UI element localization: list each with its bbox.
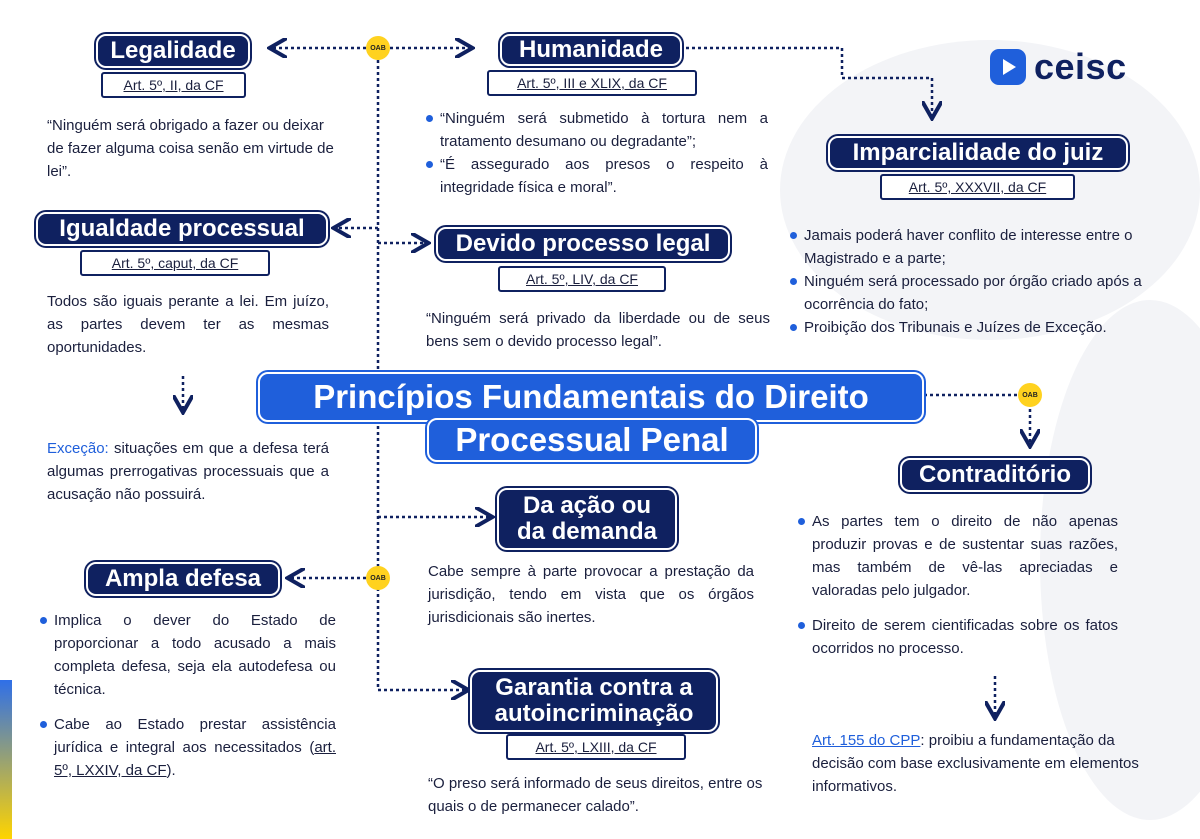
central-title-line2: Processual Penal <box>427 418 757 462</box>
da-acao-text: Cabe sempre à parte provocar a prestação… <box>428 563 754 626</box>
list-item: Jamais poderá haver conflito de interess… <box>790 224 1170 270</box>
devido-processo-ref: Art. 5º, LIV, da CF <box>498 266 666 292</box>
list-item: Cabe ao Estado prestar assistência juríd… <box>40 713 336 782</box>
list-item: As partes tem o direito de não apenas pr… <box>798 510 1118 602</box>
ampla-bullet2-text: Cabe ao Estado prestar assistência juríd… <box>54 716 336 756</box>
legalidade-text: “Ninguém será obrigado a fazer ou deixar… <box>47 117 334 180</box>
list-item: Proibição dos Tribunais e Juízes de Exce… <box>790 316 1170 339</box>
list-item: Implica o dever do Estado de proporciona… <box>40 609 336 701</box>
legalidade-ref: Art. 5º, II, da CF <box>101 72 246 98</box>
nota-ref-link[interactable]: Art. 155 do CPP <box>812 732 921 749</box>
oab-badge-icon: OAB <box>1018 383 1042 407</box>
ceisc-logo: ceisc <box>990 44 1127 90</box>
node-imparcialidade-title: Imparcialidade do juiz <box>828 136 1128 170</box>
central-title-line1: Princípios Fundamentais do Direito <box>258 372 924 422</box>
igualdade-text: Todos são iguais perante a lei. Em juízo… <box>47 293 329 356</box>
node-garantia-title: Garantia contra a autoincriminação <box>470 670 718 732</box>
humanidade-ref: Art. 5º, III e XLIX, da CF <box>487 70 697 96</box>
node-da-acao-title: Da ação ou da demanda <box>497 488 677 550</box>
node-devido-processo-title: Devido processo legal <box>436 227 730 261</box>
oab-badge-icon: OAB <box>366 36 390 60</box>
devido-processo-text: “Ninguém será privado da liberdade ou de… <box>426 310 770 350</box>
da-acao-title-line1: Da ação ou <box>522 492 652 520</box>
oab-badge-icon: OAB <box>366 566 390 590</box>
contraditorio-nota: Art. 155 do CPP: proibiu a fundamentação… <box>812 729 1152 798</box>
list-item: “Ninguém será submetido à tortura nem a … <box>426 107 768 153</box>
connector-contraditorio <box>924 393 1030 444</box>
ampla-bullet2-end: ). <box>166 762 176 779</box>
garantia-title-line2: autoincriminação <box>494 700 694 727</box>
excecao-label: Exceção: <box>47 440 109 457</box>
ampla-defesa-bullets: Implica o dever do Estado de proporciona… <box>40 609 336 782</box>
node-contraditorio-title: Contraditório <box>900 458 1090 492</box>
connector-imparcialidade <box>686 46 932 116</box>
logo-text: ceisc <box>1034 46 1127 87</box>
garantia-text: “O preso será informado de seus direitos… <box>428 775 763 815</box>
garantia-title-line1: Garantia contra a <box>495 674 693 702</box>
imparcialidade-ref: Art. 5º, XXXVII, da CF <box>880 174 1075 200</box>
node-ampla-defesa-title: Ampla defesa <box>86 562 280 596</box>
list-item: Ninguém será processado por órgão criado… <box>790 270 1170 316</box>
edge-accent-strip <box>0 680 12 839</box>
node-igualdade-title: Igualdade processual <box>36 212 328 246</box>
excecao-text: situações em que a defesa terá algumas p… <box>47 440 329 503</box>
contraditorio-bullets: As partes tem o direito de não apenas pr… <box>798 510 1118 660</box>
igualdade-excecao: Exceção: situações em que a defesa terá … <box>47 437 329 506</box>
ampla-bullet2-ref: art. 5º, LXXIV, da CF <box>54 739 336 779</box>
humanidade-bullets: “Ninguém será submetido à tortura nem a … <box>426 107 768 199</box>
da-acao-title-line2: da demanda <box>516 518 658 545</box>
node-legalidade-title: Legalidade <box>96 34 250 68</box>
list-item: “É assegurado aos presos o respeito à in… <box>426 153 768 199</box>
node-humanidade-title: Humanidade <box>500 34 682 66</box>
nota-text: : proibiu a fundamentação da decisão com… <box>812 732 1139 795</box>
play-icon <box>990 49 1026 85</box>
garantia-ref: Art. 5º, LXIII, da CF <box>506 734 686 760</box>
list-item: Direito de serem cientificadas sobre os … <box>798 614 1118 660</box>
igualdade-ref: Art. 5º, caput, da CF <box>80 250 270 276</box>
imparcialidade-bullets: Jamais poderá haver conflito de interess… <box>790 224 1170 339</box>
